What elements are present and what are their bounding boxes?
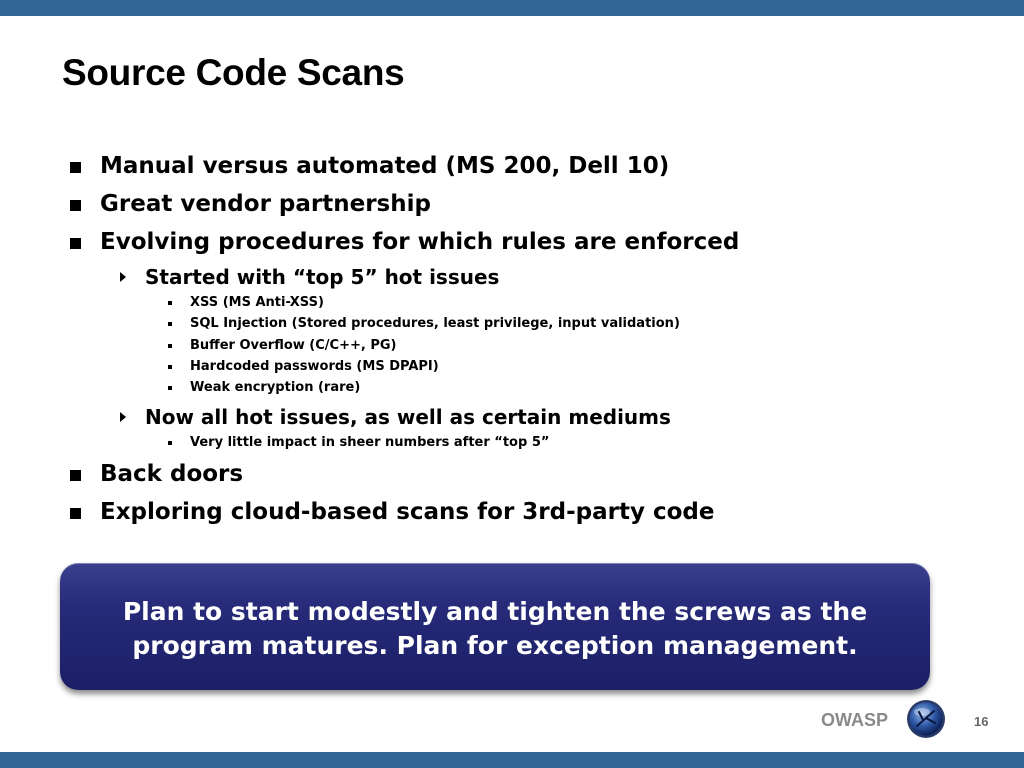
sub-bullet-item: Started with “top 5” hot issues [145,265,500,289]
callout-line-1: Plan to start modestly and tighten the s… [122,597,868,626]
sub-sub-bullet-item: Hardcoded passwords (MS DPAPI) [190,359,439,374]
sub-bullet-item: Now all hot issues, as well as certain m… [145,405,671,429]
small-square-bullet-icon [168,365,172,369]
arrow-bullet-icon [120,412,126,422]
callout-line-2: program matures. Plan for exception mana… [132,631,858,660]
sub-sub-bullet-item: XSS (MS Anti-XSS) [190,295,324,310]
bullet-item: Great vendor partnership [100,191,431,217]
arrow-bullet-icon [120,272,126,282]
bullet-item: Exploring cloud-based scans for 3rd-part… [100,499,715,525]
square-bullet-icon [70,470,81,481]
sub-sub-bullet-item: SQL Injection (Stored procedures, least … [190,316,680,331]
sub-sub-bullet-item: Weak encryption (rare) [190,380,361,395]
sub-sub-bullet-item: Buffer Overflow (C/C++, PG) [190,338,397,353]
top-accent-bar [0,0,1024,16]
bullet-item: Evolving procedures for which rules are … [100,229,740,255]
bullet-item: Manual versus automated (MS 200, Dell 10… [100,153,670,179]
callout-text: Plan to start modestly and tighten the s… [60,595,930,663]
owasp-brand-text: OWASP [821,710,889,730]
bottom-accent-bar [0,752,1024,768]
small-square-bullet-icon [168,344,172,348]
sub-sub-bullet-item: Very little impact in sheer numbers afte… [190,435,550,450]
small-square-bullet-icon [168,441,172,445]
small-square-bullet-icon [168,301,172,305]
slide-title: Source Code Scans [62,52,405,93]
callout-box: Plan to start modestly and tighten the s… [60,563,930,690]
square-bullet-icon [70,508,81,519]
square-bullet-icon [70,162,81,173]
page-number: 16 [974,714,989,729]
square-bullet-icon [70,200,81,211]
small-square-bullet-icon [168,386,172,390]
square-bullet-icon [70,238,81,249]
small-square-bullet-icon [168,322,172,326]
owasp-wasp-logo-icon [907,700,945,738]
bullet-item: Back doors [100,461,244,487]
